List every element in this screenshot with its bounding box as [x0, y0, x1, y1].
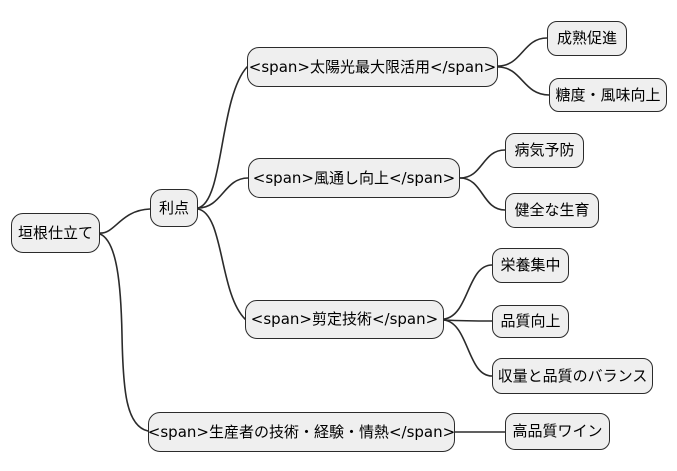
- node-premium-wine: 高品質ワイン: [505, 413, 610, 450]
- node-sunlight: <span>太陽光最大限活用</span>: [247, 47, 498, 87]
- edge-pruning-quality-up: [443, 319, 493, 322]
- edge-airflow-disease-prevention: [459, 149, 506, 179]
- node-benefits: 利点: [150, 189, 198, 227]
- node-yield-quality-balance: 収量と品質のバランス: [492, 358, 653, 394]
- edge-pruning-nutrient-focus: [443, 264, 493, 320]
- edge-airflow-healthy-growth: [459, 177, 506, 211]
- node-disease-prevention: 病気予防: [505, 133, 584, 168]
- node-sugar-flavor: 糖度・風味向上: [549, 78, 667, 112]
- node-airflow: <span>風通し向上</span>: [248, 158, 460, 198]
- edge-sunlight-sugar-flavor: [497, 66, 550, 96]
- edge-benefits-pruning: [197, 208, 246, 320]
- edge-sunlight-ripening: [497, 37, 548, 67]
- edge-pruning-yield-balance: [443, 319, 493, 377]
- edge-root-producer: [99, 233, 149, 432]
- edge-root-benefits: [99, 208, 151, 234]
- node-nutrient-focus: 栄養集中: [492, 248, 569, 283]
- edge-benefits-sunlight: [197, 66, 248, 209]
- node-healthy-growth: 健全な生育: [505, 193, 599, 228]
- node-root: 垣根仕立て: [11, 213, 100, 253]
- node-ripening: 成熟促進: [547, 21, 627, 56]
- node-quality-up: 品質向上: [492, 305, 569, 338]
- edge-benefits-airflow: [197, 177, 249, 209]
- node-pruning: <span>剪定技術</span>: [245, 300, 444, 339]
- node-producer: <span>生産者の技術・経験・情熱</span>: [148, 412, 455, 452]
